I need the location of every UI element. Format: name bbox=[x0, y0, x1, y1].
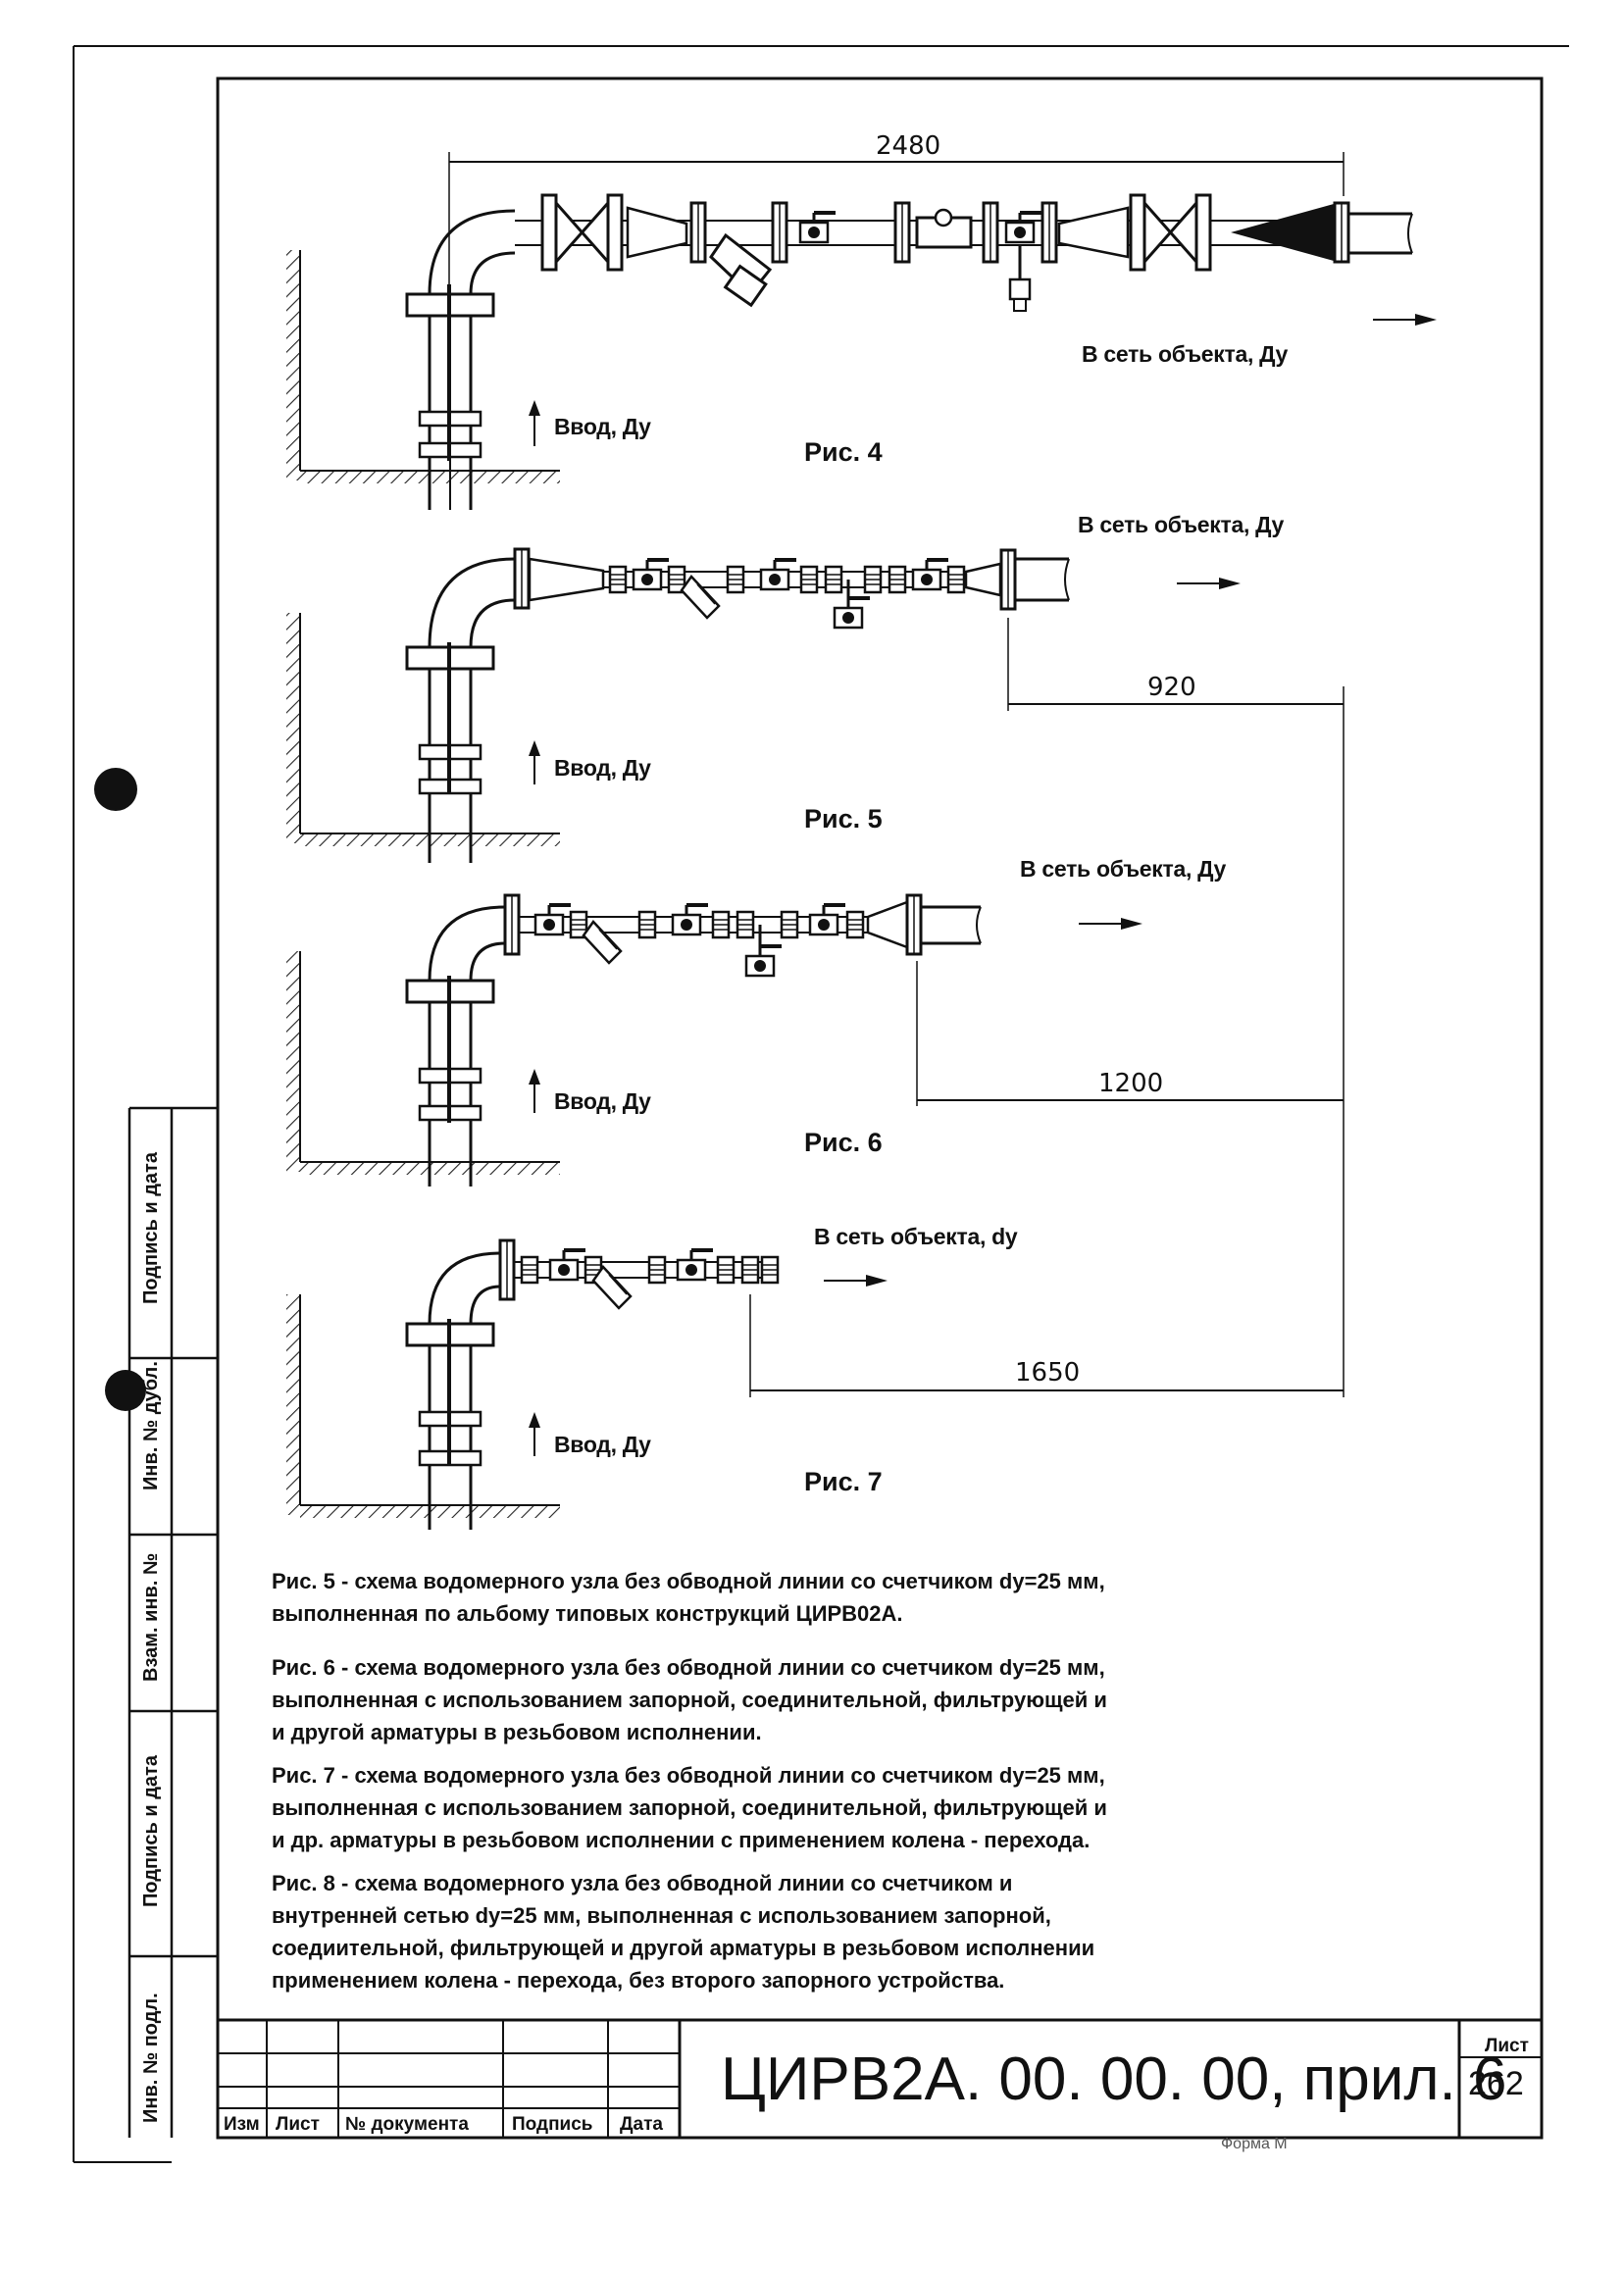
fig7-outlet-label: В сеть объекта, dy bbox=[814, 1224, 1018, 1249]
description-line: применением колена - перехода, без второ… bbox=[272, 1968, 1005, 1993]
fig6-inlet-label: Ввод, Ду bbox=[554, 1088, 651, 1114]
description-line: выполненная с использованием запорной, с… bbox=[272, 1688, 1107, 1712]
fig6-caption: Рис. 6 bbox=[804, 1128, 883, 1157]
figure-4-diagram bbox=[286, 152, 1437, 510]
tb-col-signature: Подпись bbox=[512, 2114, 593, 2135]
figure-7-diagram bbox=[286, 686, 1345, 1530]
description-line: выполненная с использованием запорной, с… bbox=[272, 1795, 1107, 1820]
fig4-inlet-label: Ввод, Ду bbox=[554, 414, 651, 439]
document-code: ЦИРВ2А. 00. 00. 00, прил. 6 bbox=[721, 2045, 1507, 2113]
description-fig5: Рис. 5 - схема водомерного узла без обво… bbox=[272, 1565, 1203, 1630]
stamp-signature-date-top: Подпись и дата bbox=[140, 1152, 162, 1304]
fig5-caption: Рис. 5 bbox=[804, 804, 883, 833]
description-line: Рис. 6 - схема водомерного узла без обво… bbox=[272, 1655, 1105, 1680]
tb-col-doc-number: № документа bbox=[345, 2114, 469, 2135]
fig7-dimension: 1650 bbox=[1015, 1358, 1081, 1388]
fig5-inlet-label: Ввод, Ду bbox=[554, 755, 651, 781]
fig7-inlet-label: Ввод, Ду bbox=[554, 1432, 651, 1457]
stamp-signature-date-bottom: Подпись и дата bbox=[140, 1755, 162, 1907]
description-line: Рис. 5 - схема водомерного узла без обво… bbox=[272, 1569, 1105, 1593]
description-line: внутренней сетью dy=25 мм, выполненная с… bbox=[272, 1903, 1051, 1928]
stamp-inv-dubl: Инв. № дубл. bbox=[140, 1361, 162, 1490]
tb-col-izm: Изм bbox=[224, 2114, 260, 2135]
fig4-dimension: 2480 bbox=[876, 131, 941, 161]
description-line: Рис. 7 - схема водомерного узла без обво… bbox=[272, 1763, 1105, 1788]
fig4-caption: Рис. 4 bbox=[804, 437, 883, 467]
tb-col-list: Лист bbox=[276, 2114, 320, 2135]
fig5-dimension: 920 bbox=[1147, 673, 1196, 702]
description-line: и др. арматуры в резьбовом исполнении с … bbox=[272, 1828, 1091, 1852]
sheet-label: Лист bbox=[1485, 2036, 1529, 2056]
form-label: Форма М bbox=[1221, 2136, 1288, 2152]
description-line: выполненная по альбому типовых конструкц… bbox=[272, 1601, 903, 1626]
figure-6-diagram bbox=[286, 893, 1344, 1186]
sheet-number: 262 bbox=[1468, 2065, 1524, 2102]
fig6-dimension: 1200 bbox=[1098, 1069, 1164, 1098]
figure-5-diagram bbox=[286, 547, 1344, 863]
title-block-frame bbox=[218, 2018, 1542, 2138]
fig6-outlet-label: В сеть объекта, Ду bbox=[1020, 856, 1226, 882]
stamp-inv-podl: Инв. № подл. bbox=[140, 1993, 162, 2123]
fig7-caption: Рис. 7 bbox=[804, 1467, 883, 1496]
description-fig6: Рис. 6 - схема водомерного узла без обво… bbox=[272, 1651, 1203, 1748]
fig4-outlet-label: В сеть объекта, Ду bbox=[1082, 341, 1288, 367]
stamp-vzam-inv: Взам. инв. № bbox=[140, 1552, 162, 1682]
description-fig8: Рис. 8 - схема водомерного узла без обво… bbox=[272, 1867, 1203, 1996]
description-line: соедиительной, фильтрующей и другой арма… bbox=[272, 1936, 1095, 1960]
description-fig7: Рис. 7 - схема водомерного узла без обво… bbox=[272, 1759, 1203, 1856]
fig5-outlet-label: В сеть объекта, Ду bbox=[1078, 512, 1284, 537]
tb-col-date: Дата bbox=[620, 2114, 663, 2135]
description-line: Рис. 8 - схема водомерного узла без обво… bbox=[272, 1871, 1013, 1895]
description-line: и другой арматуры в резьбовом исполнении… bbox=[272, 1720, 762, 1744]
